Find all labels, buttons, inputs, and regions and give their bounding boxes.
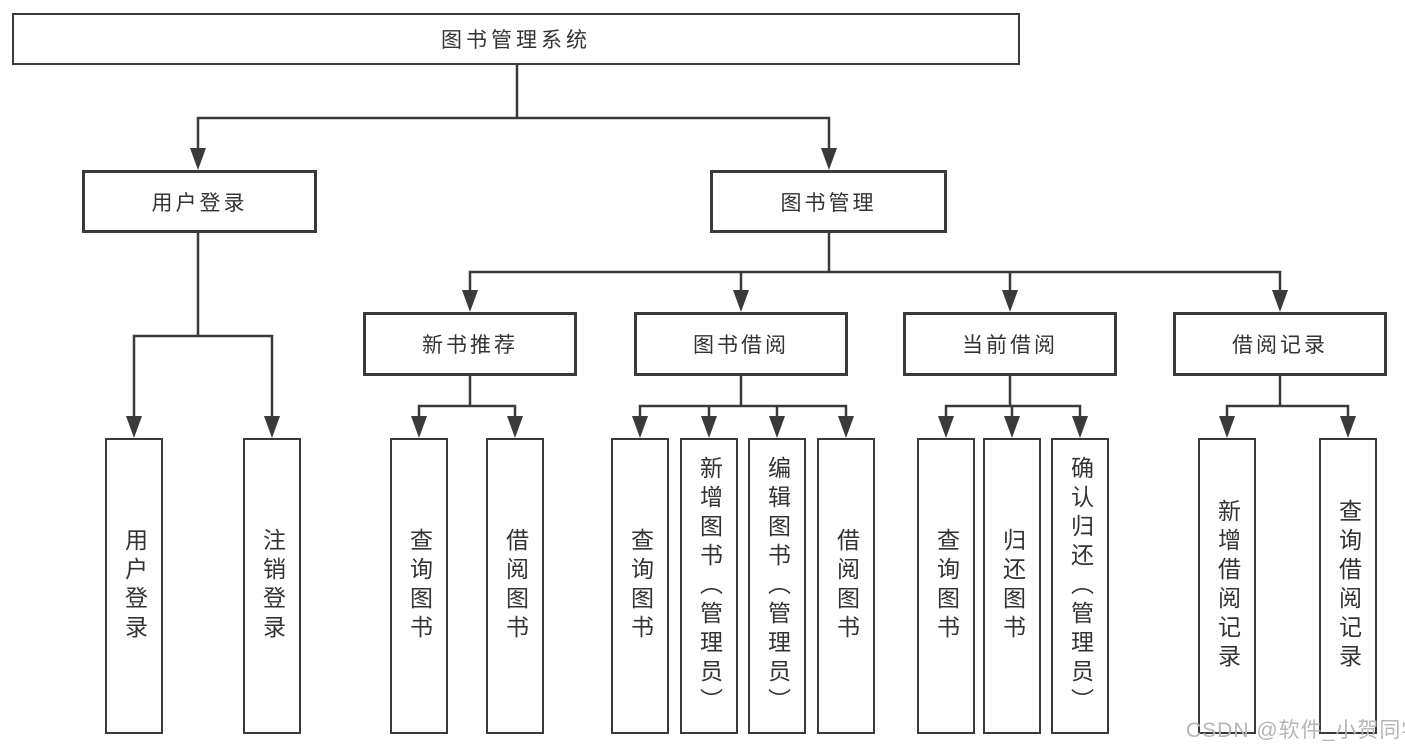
leaf-user-login: 用户登录	[105, 438, 163, 734]
leaf-bor-query-books: 查询图书	[611, 438, 669, 734]
leaf-bor-borrow-books: 借阅图书	[817, 438, 875, 734]
leaf-cur-query-books-label: 查询图书	[933, 528, 960, 644]
leaf-cur-confirm-return-admin: 确认归还（管理员）	[1051, 438, 1109, 734]
csdn-watermark: CSDN @软件_小贺同学	[1186, 719, 1405, 742]
leaf-bor-add-books-admin-label: 新增图书（管理员）	[696, 455, 723, 717]
leaf-cur-return-books-label: 归还图书	[999, 528, 1026, 644]
node-library-management-system: 图书管理系统	[12, 13, 1020, 65]
leaf-bor-edit-books-admin: 编辑图书（管理员）	[748, 438, 806, 734]
node-borrowing-records: 借阅记录	[1173, 312, 1387, 376]
node-book-borrowing: 图书借阅	[634, 312, 848, 376]
leaf-logout: 注销登录	[243, 438, 301, 734]
node-current-borrowing: 当前借阅	[903, 312, 1117, 376]
node-book-management: 图书管理	[710, 170, 947, 233]
node-user-login: 用户登录	[82, 170, 317, 233]
leaf-cur-confirm-return-admin-label: 确认归还（管理员）	[1067, 455, 1094, 717]
leaf-query-borrow-record: 查询借阅记录	[1319, 438, 1377, 734]
arrowheads	[126, 148, 1356, 438]
leaf-rec-borrow-books-label: 借阅图书	[502, 528, 529, 644]
leaf-cur-return-books: 归还图书	[983, 438, 1041, 734]
leaf-bor-borrow-books-label: 借阅图书	[833, 528, 860, 644]
leaf-add-borrow-record: 新增借阅记录	[1198, 438, 1256, 734]
leaf-rec-query-books: 查询图书	[390, 438, 448, 734]
node-new-book-recommend: 新书推荐	[363, 312, 577, 376]
leaf-query-borrow-record-label: 查询借阅记录	[1335, 499, 1362, 673]
leaf-rec-borrow-books: 借阅图书	[486, 438, 544, 734]
leaf-bor-edit-books-admin-label: 编辑图书（管理员）	[764, 455, 791, 717]
leaf-add-borrow-record-label: 新增借阅记录	[1214, 499, 1241, 673]
leaf-bor-query-books-label: 查询图书	[627, 528, 654, 644]
leaf-rec-query-books-label: 查询图书	[406, 528, 433, 644]
leaf-logout-label: 注销登录	[259, 528, 286, 644]
leaf-bor-add-books-admin: 新增图书（管理员）	[680, 438, 738, 734]
leaf-cur-query-books: 查询图书	[917, 438, 975, 734]
leaf-user-login-label: 用户登录	[121, 528, 148, 644]
